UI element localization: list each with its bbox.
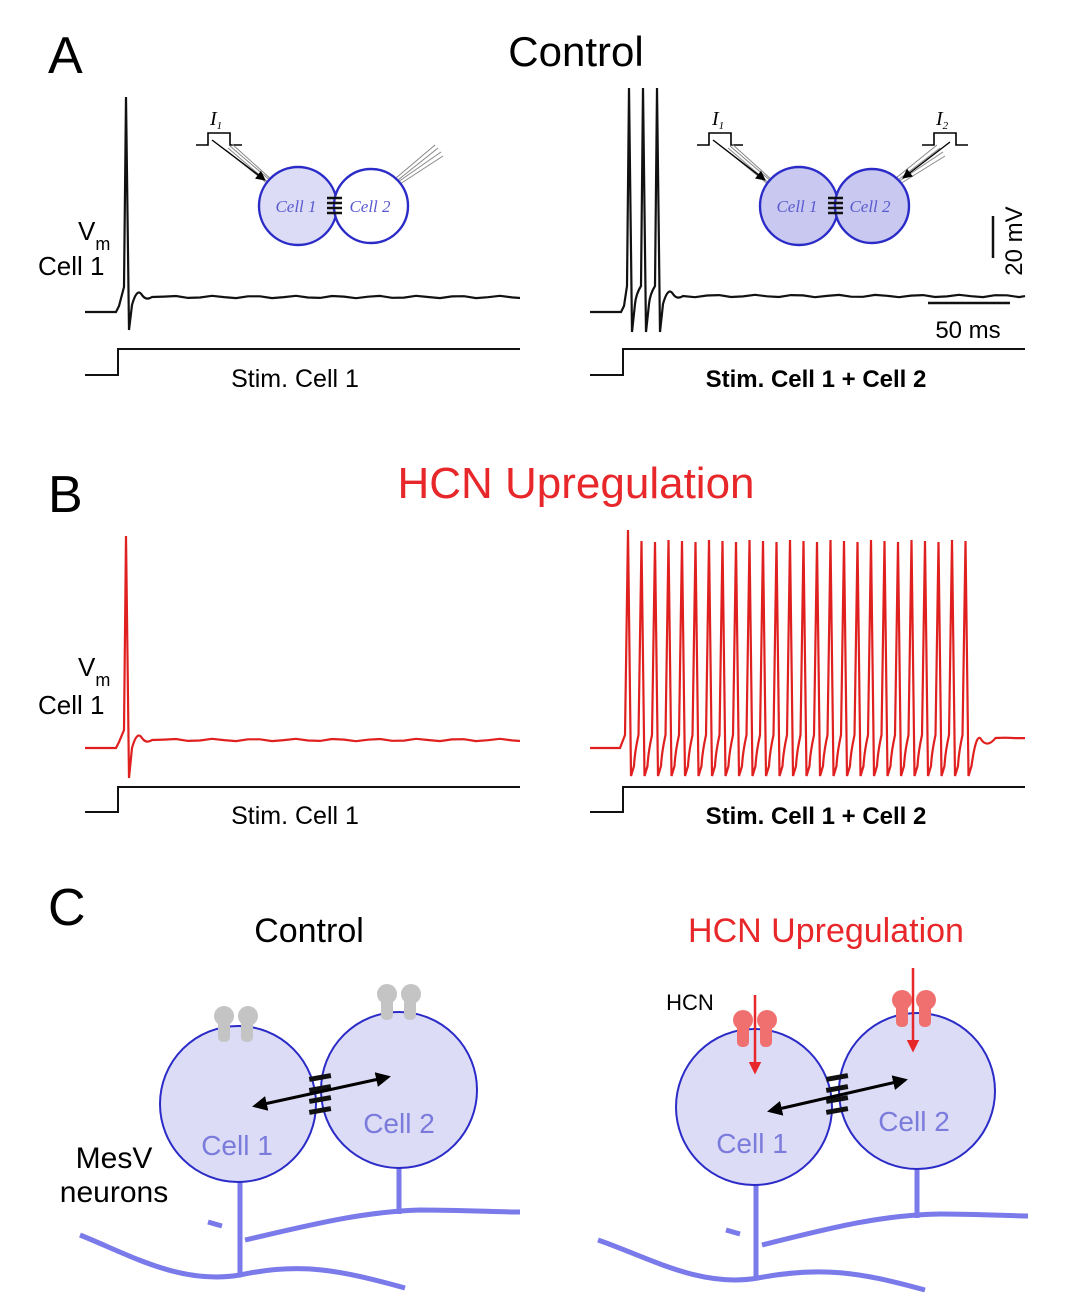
current-label-i2-right: I2 [935, 108, 949, 132]
gap-junction-icon [327, 196, 342, 215]
control-neurons: Cell 1 Cell 2 MesV neurons [60, 984, 521, 1291]
inset-right-cell1-label: Cell 1 [776, 197, 817, 216]
panel-c-hcn-title: HCN Upregulation [688, 912, 964, 950]
axon-stub-left [207, 1219, 223, 1229]
panel-a-title: Control [508, 28, 643, 75]
axon-stub-right [725, 1227, 741, 1237]
current-pulse-symbol-2 [922, 132, 968, 146]
coupling-arrow-left [252, 1072, 391, 1111]
inset-cell2-label: Cell 2 [349, 197, 391, 216]
electrode-arrow [211, 139, 266, 181]
stim-step-b-left [85, 786, 520, 813]
electrode-cell1 [225, 143, 274, 186]
current-label-i1-right: I1 [711, 108, 724, 132]
axon-upper-left [244, 1207, 521, 1243]
trace-a-right [590, 87, 1026, 333]
inset-cell1-label: Cell 1 [275, 197, 316, 216]
panel-a-letter: A [48, 27, 83, 85]
electrode-right-cell1 [725, 143, 774, 186]
trace-a-left [85, 96, 521, 331]
stim-label-b-left: Stim. Cell 1 [231, 802, 359, 830]
current-pulse-symbol [196, 132, 242, 146]
trace-b-left [85, 535, 521, 779]
panel-c-control-title: Control [254, 912, 364, 950]
panel-b-letter: B [48, 466, 83, 524]
control-cell2-label: Cell 2 [363, 1108, 435, 1139]
inset-cell2 [332, 167, 410, 245]
hcn-neurons: Cell 1 Cell 2 HCN [597, 968, 1029, 1293]
channel-gray-icon-2 [377, 984, 421, 1020]
inset-a-left: I1 Cell 1 Cell 2 [196, 108, 444, 247]
stim-step-b-right [590, 786, 1025, 813]
current-pulse-symbol-1 [697, 132, 743, 146]
scale-label-time: 50 ms [935, 317, 1000, 344]
vm-label-b: Vm [78, 652, 110, 690]
hcn-cell2-label: Cell 2 [878, 1106, 950, 1137]
vm-label-a: Vm [78, 216, 110, 254]
stim-label-a-right: Stim. Cell 1 + Cell 2 [706, 366, 927, 393]
panel-a: A Control Vm Cell 1 Stim. Cell 1 Stim. C… [38, 27, 1028, 393]
mesv-label-line1: MesV [76, 1142, 153, 1175]
stim-label-b-right: Stim. Cell 1 + Cell 2 [706, 803, 927, 830]
channel-hcn-icon-1 [733, 1010, 777, 1047]
electrode-arrow-right-1 [712, 139, 766, 181]
channel-hcn-icon-2 [892, 990, 936, 1027]
mesv-label-line2: neurons [60, 1176, 168, 1209]
inset-a-right: I1 I2 Cell 1 Cell 2 [697, 108, 968, 247]
electrode-cell2 [395, 144, 444, 185]
inset-right-cell2 [833, 167, 911, 245]
inset-right-cell2-label: Cell 2 [849, 197, 891, 216]
channel-gray-icon-1 [214, 1006, 258, 1042]
trace-b-right [590, 529, 1025, 777]
coupling-arrow-right [767, 1075, 908, 1116]
cell1-label-b: Cell 1 [38, 690, 104, 720]
panel-b: B HCN Upregulation Vm Cell 1 Stim. Cell … [38, 459, 1025, 830]
axon-upper-right [761, 1211, 1029, 1248]
gap-junction-icon-right [828, 196, 843, 215]
hcn-channel-label: HCN [666, 990, 714, 1015]
hcn-cell1-label: Cell 1 [716, 1128, 788, 1159]
control-cell1-label: Cell 1 [201, 1130, 273, 1161]
electrode-arrow-right-2 [902, 141, 951, 179]
panel-b-title: HCN Upregulation [397, 459, 754, 508]
panel-c: C Control HCN Upregulation [48, 879, 1029, 1293]
control-cell2 [320, 1011, 478, 1169]
cell1-label-a: Cell 1 [38, 251, 104, 281]
stim-step-a-right [590, 348, 1025, 376]
stim-step-a-left [85, 348, 520, 376]
current-label-i1: I1 [209, 108, 222, 132]
axon-lower-right [597, 1237, 926, 1293]
panel-c-letter: C [48, 879, 86, 937]
scale-label-voltage: 20 mV [1001, 206, 1028, 275]
stim-label-a-left: Stim. Cell 1 [231, 365, 359, 393]
